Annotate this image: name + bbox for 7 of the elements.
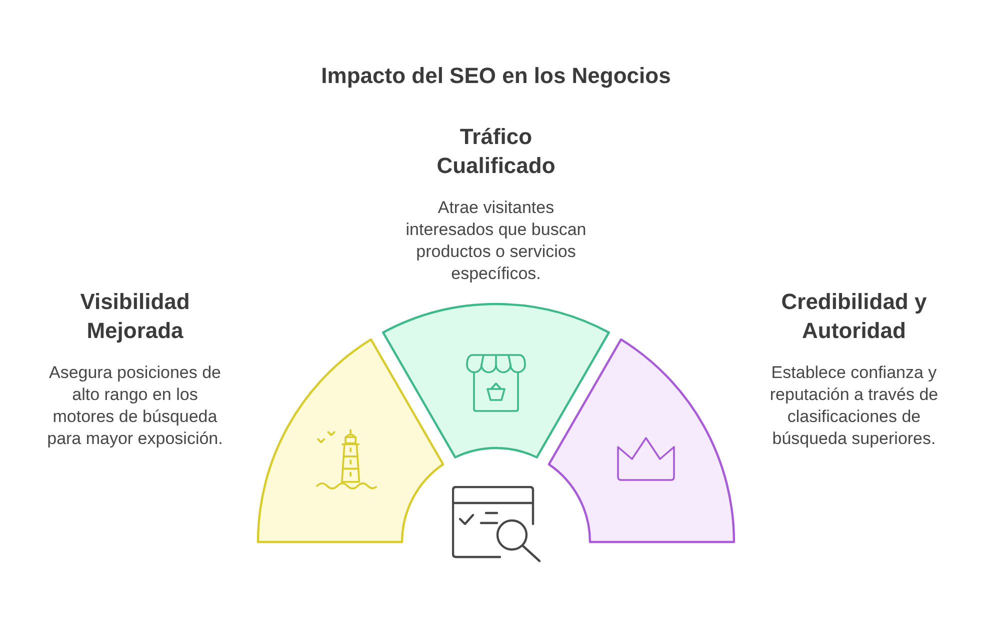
diagram-title: Impacto del SEO en los Negocios — [321, 62, 671, 90]
heading: Tráfico Cualificado — [436, 123, 556, 180]
heading: Visibilidad Mejorada — [79, 288, 191, 345]
description: Establece confianza y reputación a través de clasificaciones de búsqueda superiores. — [768, 362, 940, 450]
description: Atrae visitantes interesados que buscan productos o servicios específicos. — [404, 197, 588, 285]
heading: Credibilidad y Autoridad — [780, 288, 928, 345]
description: Asegura posiciones de alto rango en los motores de búsqueda para mayor exposición. — [46, 362, 224, 450]
